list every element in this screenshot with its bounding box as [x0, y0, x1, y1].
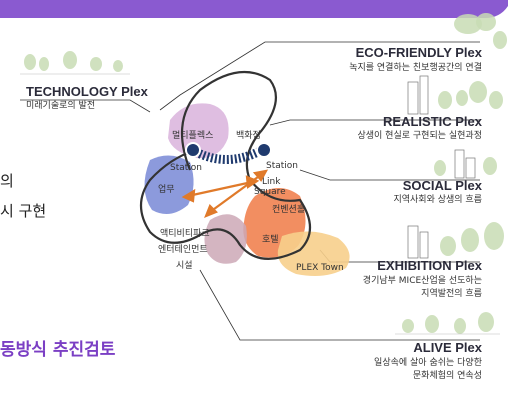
label-station-right: Station	[266, 161, 298, 171]
station-link-hatch	[193, 145, 265, 165]
station-right-marker	[256, 142, 272, 158]
label-activity-2: 엔터테인먼트	[158, 244, 208, 255]
tree-cluster-top-right	[454, 13, 507, 49]
label-department-store: 백화점	[236, 129, 261, 141]
plex-realistic: REALISTIC Plex 상생이 현실로 구현되는 실현과정	[357, 114, 482, 141]
plex-social-sub: 지역사회와 상생의 흐름	[393, 193, 482, 205]
plex-eco-title: ECO-FRIENDLY Plex	[356, 45, 483, 60]
label-hotel: 호텔	[262, 233, 279, 245]
side-text-line2: 시 구현	[0, 202, 46, 220]
tree-cluster-alive	[395, 312, 500, 335]
plex-tech-sub: 미래기술로의 발전	[26, 100, 95, 111]
side-text-purple: 동방식 추진검토	[0, 340, 116, 360]
label-activity-1: 액티비티파크	[160, 227, 210, 239]
side-text-line1: 의	[0, 172, 14, 190]
plex-eco-sub: 녹지를 연결하는 친보행공간의 연결	[349, 61, 482, 73]
zone-blue-business	[144, 155, 194, 214]
plex-realistic-title: REALISTIC Plex	[383, 114, 483, 129]
plex-alive-sub2: 문화체험의 연속성	[413, 370, 482, 381]
zone-pinkgray-activity	[204, 214, 247, 264]
plex-exhibition-title: EXHIBITION Plex	[377, 258, 483, 273]
buildings-realistic	[407, 75, 503, 115]
buildings-social	[434, 149, 497, 179]
plex-social-title: SOCIAL Plex	[403, 178, 483, 193]
label-square: Square	[254, 187, 286, 197]
plex-exhibition-sub2: 지역발전의 흐름	[421, 288, 482, 299]
plex-alive: ALIVE Plex 일상속에 살아 숨쉬는 다양한 문화체험의 연속성	[374, 340, 483, 381]
plex-eco-friendly: ECO-FRIENDLY Plex 녹지를 연결하는 친보행공간의 연결	[349, 45, 483, 73]
plex-tech-title: TECHNOLOGY Plex	[26, 84, 149, 99]
label-plex-town: PLEX Town	[296, 263, 344, 273]
buildings-exhibition	[407, 222, 504, 259]
tree-cluster-top-left	[20, 51, 130, 75]
label-activity-3: 시설	[176, 260, 193, 271]
plex-exhibition: EXHIBITION Plex 경기남부 MICE산업을 선도하는 지역발전의 …	[363, 258, 483, 299]
plex-exhibition-sub1: 경기남부 MICE산업을 선도하는	[363, 274, 482, 286]
label-multiplex: 멀티플렉스	[172, 129, 213, 141]
link-square-arrows	[181, 169, 269, 218]
label-business: 업무	[158, 184, 175, 195]
plex-social: SOCIAL Plex 지역사회와 상생의 흐름	[393, 178, 482, 205]
top-purple-band	[0, 0, 508, 18]
station-left-marker	[185, 142, 201, 158]
loop-path	[139, 70, 312, 260]
label-station-left: Station	[170, 163, 202, 173]
label-convention: 컨벤션홀	[272, 203, 305, 215]
plex-technology: TECHNOLOGY Plex 미래기술로의 발전	[26, 84, 149, 111]
plex-alive-sub1: 일상속에 살아 숨쉬는 다양한	[374, 357, 482, 368]
zone-yellow-plextown	[277, 231, 350, 276]
plex-alive-title: ALIVE Plex	[413, 340, 482, 355]
plex-realistic-sub: 상생이 현실로 구현되는 실현과정	[357, 130, 482, 141]
label-link: Link	[262, 177, 281, 187]
